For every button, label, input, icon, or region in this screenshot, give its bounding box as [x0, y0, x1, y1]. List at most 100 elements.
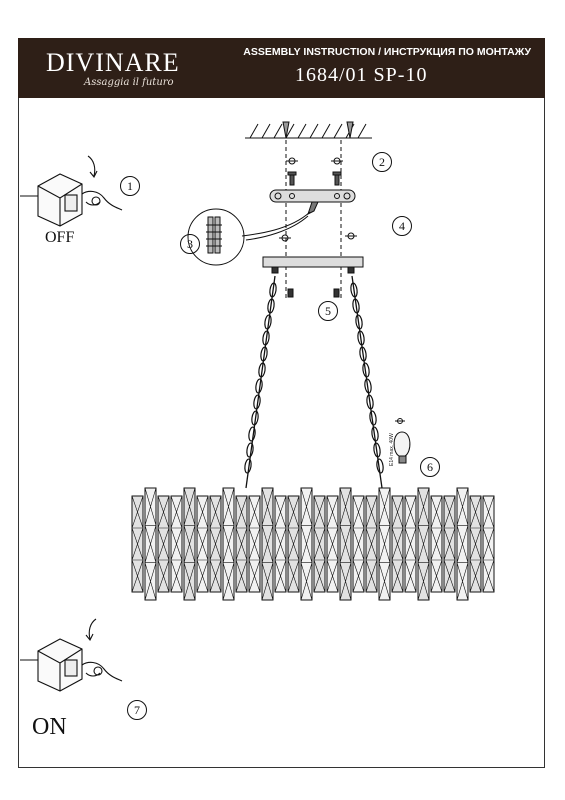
crystal-facet: [261, 487, 274, 526]
crystal-facet: [170, 495, 183, 529]
bulb-spec-label: E14 max. 40W: [389, 433, 395, 466]
crystal-facet: [261, 525, 274, 563]
rotate-arrow-icon: [279, 232, 357, 242]
crystal-facet: [144, 525, 157, 563]
crystal-facet: [313, 559, 326, 593]
crystal-facet: [469, 559, 482, 593]
crystal-facet: [391, 559, 404, 593]
brand-tagline: Assaggia il futuro: [84, 77, 174, 88]
crystal-facet: [300, 487, 313, 526]
crystal-facet: [300, 525, 313, 563]
crystal-facet: [287, 559, 300, 593]
crystal-facet: [222, 525, 235, 563]
crystal-facet: [196, 559, 209, 593]
crystal-facet: [274, 495, 287, 529]
crystal-facet: [430, 495, 443, 529]
crystal-facet: [170, 527, 183, 561]
crystal-facet: [170, 559, 183, 593]
crystal-facet: [365, 527, 378, 561]
wire-connector-icon: [187, 208, 311, 266]
crystal-facet: [482, 527, 495, 561]
crystal-facet: [131, 559, 144, 593]
crystal-facet: [469, 495, 482, 529]
on-label: ON: [32, 714, 67, 740]
crystal-facet: [391, 527, 404, 561]
crystal-facet: [196, 527, 209, 561]
step-4-marker: 4: [392, 216, 412, 236]
crystal-facet: [339, 525, 352, 563]
step-2-marker: 2: [372, 152, 392, 172]
document-title: ASSEMBLY INSTRUCTION / ИНСТРУКЦИЯ ПО МОН…: [243, 46, 531, 58]
crystal-facet: [287, 527, 300, 561]
crystal-facet: [157, 527, 170, 561]
crystal-facet: [456, 525, 469, 563]
crystal-facet: [144, 487, 157, 526]
ceiling-icon: [245, 121, 372, 139]
crystal-facet: [404, 559, 417, 593]
crystal-facet: [417, 487, 430, 526]
crystal-facet: [235, 495, 248, 529]
crystal-facet: [287, 495, 300, 529]
crystal-facet: [430, 527, 443, 561]
crystal-facet: [131, 527, 144, 561]
crystal-facet: [183, 525, 196, 563]
crystal-facet: [365, 559, 378, 593]
crystal-facet: [378, 487, 391, 526]
crystal-facet: [352, 527, 365, 561]
crystal-facet: [144, 562, 157, 601]
crystal-facet: [222, 562, 235, 601]
crystal-facet: [378, 525, 391, 563]
crystal-facet: [443, 559, 456, 593]
crystal-facet: [326, 495, 339, 529]
light-bulb-icon: [393, 418, 411, 464]
step-5-marker: 5: [318, 301, 338, 321]
crystal-facet: [326, 559, 339, 593]
crystal-facet: [404, 495, 417, 529]
chain-links-left: [244, 282, 277, 474]
crystal-facet: [339, 562, 352, 601]
crystal-facet: [417, 525, 430, 563]
crystal-facet: [326, 527, 339, 561]
crystal-facet: [183, 487, 196, 526]
chain-icon: [245, 275, 383, 489]
crystal-facet: [248, 559, 261, 593]
crystal-facet: [404, 527, 417, 561]
crystal-facet: [300, 562, 313, 601]
chain-links-right: [350, 282, 384, 474]
canopy-icon: [262, 256, 364, 298]
switch-on-icon: [20, 618, 123, 692]
crystal-facet: [352, 495, 365, 529]
crystal-facet: [222, 487, 235, 526]
crystal-facet: [209, 559, 222, 593]
step-6-marker: 6: [420, 457, 440, 477]
crystal-facet: [157, 495, 170, 529]
off-label: OFF: [45, 229, 75, 246]
crystal-facet: [235, 559, 248, 593]
crystal-facet: [274, 527, 287, 561]
crystal-facet: [235, 527, 248, 561]
crystal-facet: [482, 495, 495, 529]
screw-icon: [286, 157, 343, 186]
step-1-marker: 1: [120, 176, 140, 196]
switch-off-icon: [20, 155, 123, 227]
crystal-facet: [131, 495, 144, 529]
crystal-facet: [248, 527, 261, 561]
crystal-facet: [352, 559, 365, 593]
crystal-body-icon: [131, 487, 495, 601]
step-3-marker: 3: [180, 234, 200, 254]
crystal-facet: [443, 527, 456, 561]
crystal-facet: [157, 559, 170, 593]
crystal-facet: [209, 495, 222, 529]
crystal-facet: [456, 562, 469, 601]
crystal-facet: [365, 495, 378, 529]
model-number: 1684/01 SP-10: [295, 64, 428, 86]
header-bar: DIVINARE Assaggia il futuro ASSEMBLY INS…: [18, 38, 545, 98]
crystal-facet: [391, 495, 404, 529]
crystal-facet: [417, 562, 430, 601]
crystal-facet: [313, 495, 326, 529]
crystal-facet: [339, 487, 352, 526]
crystal-facet: [378, 562, 391, 601]
crystal-facet: [430, 559, 443, 593]
crystal-facet: [313, 527, 326, 561]
